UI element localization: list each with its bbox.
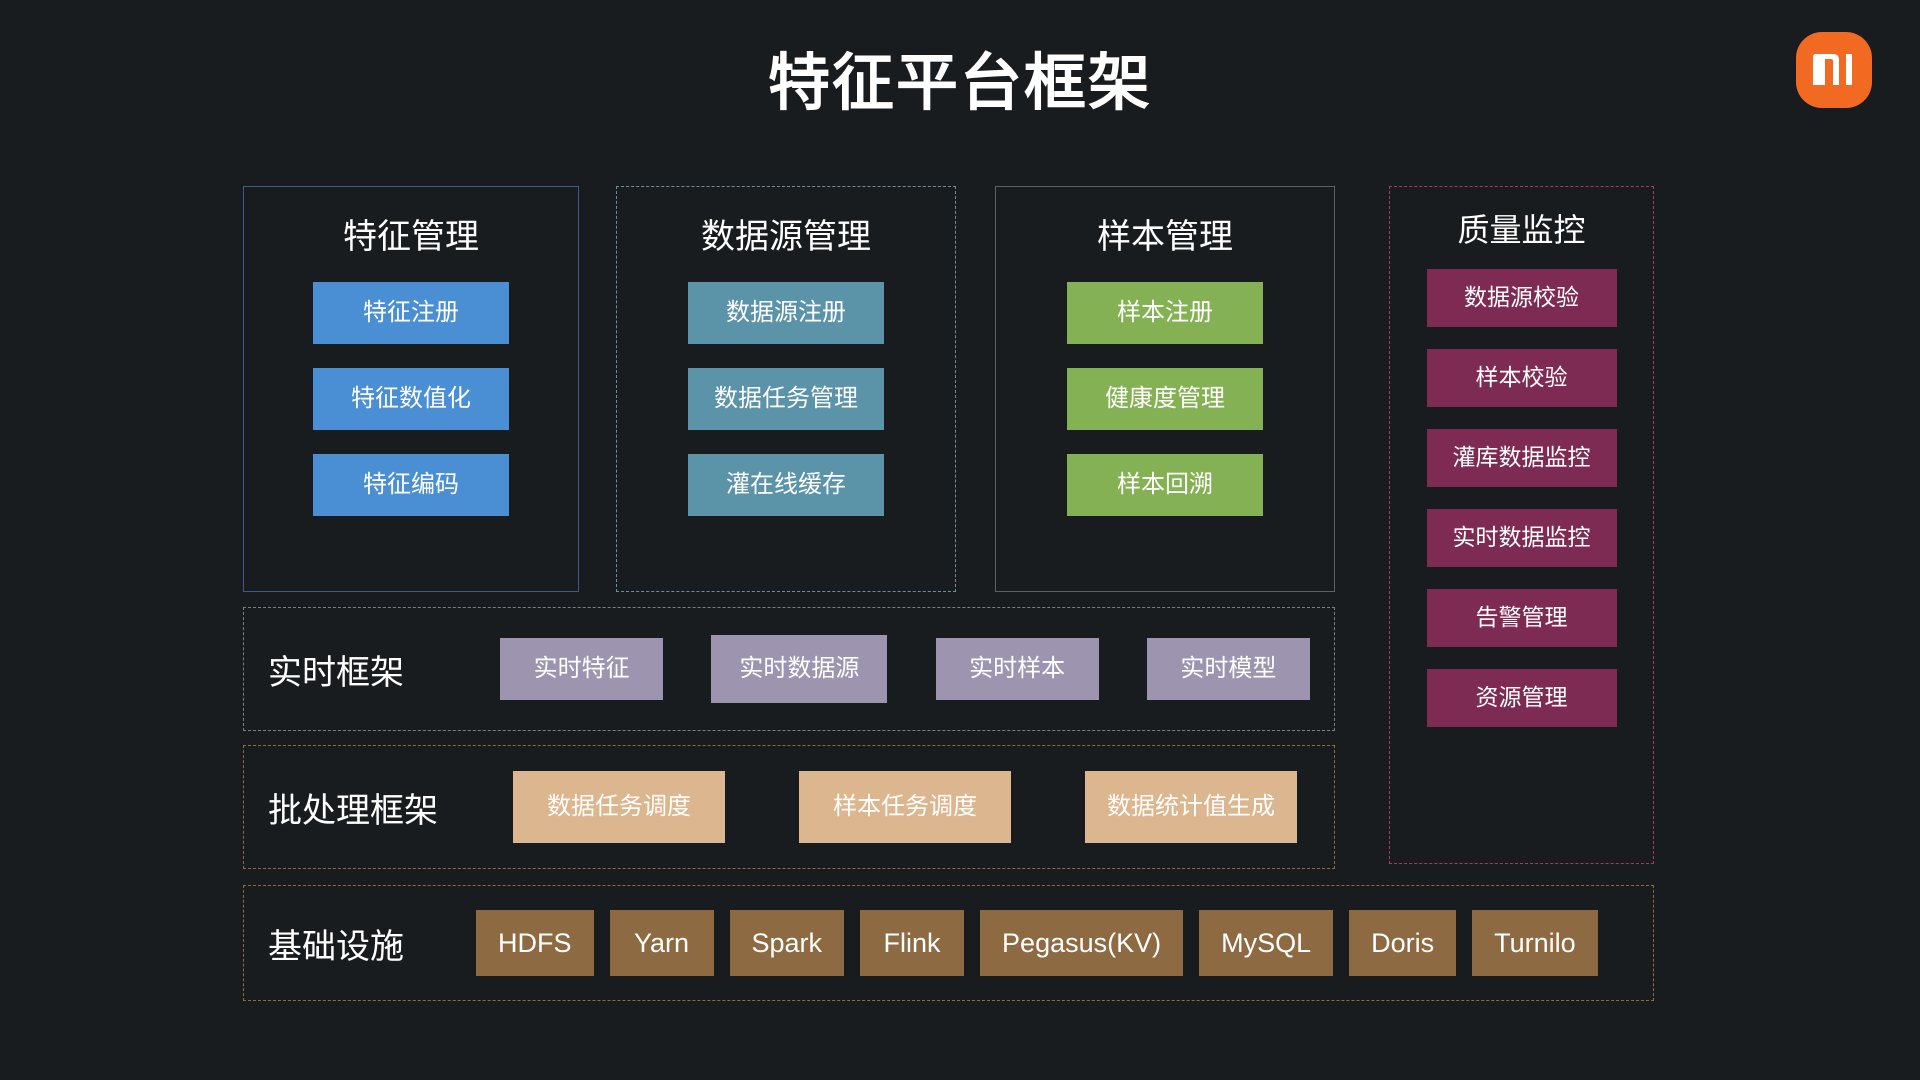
tile-group-infrastructure: HDFS Yarn Spark Flink Pegasus(KV) MySQL … (476, 910, 1653, 976)
tile-realtime-model[interactable]: 实时模型 (1146, 638, 1310, 700)
row-label-realtime-framework: 实时框架 (268, 653, 404, 692)
tile-datasource-register[interactable]: 数据源注册 (688, 282, 884, 344)
panel-title-sample-management: 样本管理 (1097, 218, 1233, 256)
row-batch-framework: 批处理框架 数据任务调度 样本任务调度 数据统计值生成 (243, 745, 1335, 869)
tile-group-sample-management: 样本注册 健康度管理 样本回溯 (996, 258, 1334, 516)
tile-feature-register[interactable]: 特征注册 (313, 282, 509, 344)
panel-feature-management: 特征管理 特征注册 特征数值化 特征编码 (243, 186, 579, 592)
tile-mysql[interactable]: MySQL (1199, 910, 1334, 976)
tile-realtime-datasource[interactable]: 实时数据源 (711, 635, 888, 703)
tile-data-statistics-generation[interactable]: 数据统计值生成 (1085, 771, 1297, 843)
panel-title-quality-monitoring: 质量监控 (1457, 212, 1586, 248)
tile-alert-management[interactable]: 告警管理 (1426, 589, 1617, 647)
tile-spark[interactable]: Spark (729, 910, 845, 976)
tile-health-management[interactable]: 健康度管理 (1067, 368, 1263, 430)
tile-feature-encoding[interactable]: 特征编码 (313, 454, 509, 516)
tile-warehouse-data-monitoring[interactable]: 灌库数据监控 (1426, 429, 1617, 487)
tile-sample-backtrack[interactable]: 样本回溯 (1067, 454, 1263, 516)
row-label-infrastructure: 基础设施 (268, 927, 404, 966)
tile-yarn[interactable]: Yarn (609, 910, 714, 976)
tile-doris[interactable]: Doris (1349, 910, 1457, 976)
tile-group-datasource-management: 数据源注册 数据任务管理 灌在线缓存 (617, 258, 955, 516)
tile-group-realtime-framework: 实时特征 实时数据源 实时样本 实时模型 (476, 635, 1334, 703)
row-label-batch-framework: 批处理框架 (268, 791, 438, 830)
tile-group-feature-management: 特征注册 特征数值化 特征编码 (244, 258, 578, 516)
tile-realtime-feature[interactable]: 实时特征 (500, 638, 664, 700)
tile-pegasus-kv[interactable]: Pegasus(KV) (980, 910, 1184, 976)
tile-group-batch-framework: 数据任务调度 样本任务调度 数据统计值生成 (476, 771, 1334, 843)
xiaomi-mi-logo (1796, 32, 1872, 108)
tile-group-quality-monitoring: 数据源校验 样本校验 灌库数据监控 实时数据监控 告警管理 资源管理 (1390, 247, 1653, 727)
panel-sample-management: 样本管理 样本注册 健康度管理 样本回溯 (995, 186, 1335, 592)
panel-title-feature-management: 特征管理 (343, 218, 479, 256)
tile-data-task-scheduling[interactable]: 数据任务调度 (513, 771, 725, 843)
tile-flink[interactable]: Flink (860, 910, 965, 976)
panel-datasource-management: 数据源管理 数据源注册 数据任务管理 灌在线缓存 (616, 186, 956, 592)
row-realtime-framework: 实时框架 实时特征 实时数据源 实时样本 实时模型 (243, 607, 1335, 731)
tile-realtime-data-monitoring[interactable]: 实时数据监控 (1426, 509, 1617, 567)
panel-quality-monitoring: 质量监控 数据源校验 样本校验 灌库数据监控 实时数据监控 告警管理 资源管理 (1389, 186, 1654, 864)
tile-realtime-sample[interactable]: 实时样本 (935, 638, 1099, 700)
tile-turnilo[interactable]: Turnilo (1472, 910, 1598, 976)
tile-sample-validation[interactable]: 样本校验 (1426, 349, 1617, 407)
tile-hdfs[interactable]: HDFS (476, 910, 594, 976)
tile-datasource-validation[interactable]: 数据源校验 (1426, 269, 1617, 327)
tile-resource-management[interactable]: 资源管理 (1426, 669, 1617, 727)
panel-title-datasource-management: 数据源管理 (701, 218, 871, 256)
tile-sample-task-scheduling[interactable]: 样本任务调度 (799, 771, 1011, 843)
tile-online-cache-load[interactable]: 灌在线缓存 (688, 454, 884, 516)
tile-data-task-management[interactable]: 数据任务管理 (688, 368, 884, 430)
tile-sample-register[interactable]: 样本注册 (1067, 282, 1263, 344)
row-infrastructure: 基础设施 HDFS Yarn Spark Flink Pegasus(KV) M… (243, 885, 1654, 1001)
page-title: 特征平台框架 (767, 49, 1152, 118)
tile-feature-numericalization[interactable]: 特征数值化 (313, 368, 509, 430)
